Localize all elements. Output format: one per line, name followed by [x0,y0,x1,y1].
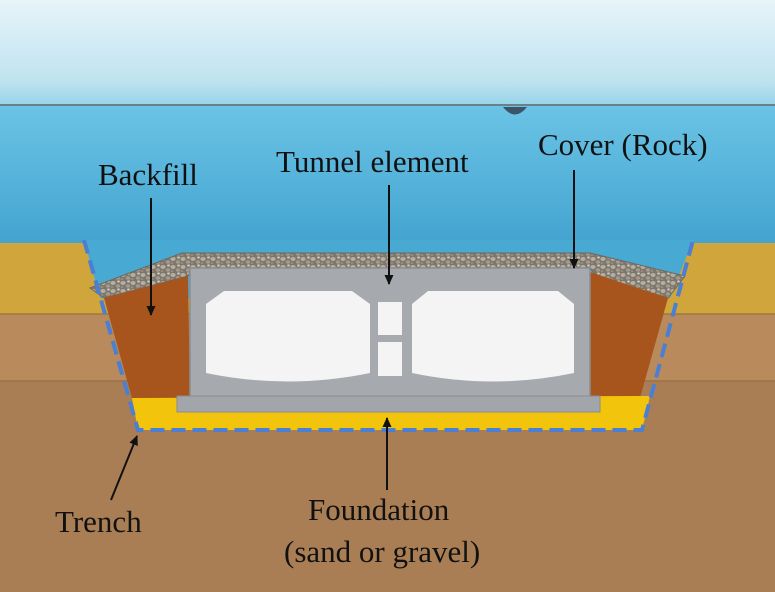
backfill-right [590,272,668,398]
tunnel-bore-left [206,291,370,382]
label-tunnel-element: Tunnel element [276,144,469,179]
label-backfill: Backfill [98,157,198,192]
water [0,104,775,264]
arrow-trench [110,435,138,501]
label-trench: Trench [55,504,142,539]
service-gallery-upper [378,302,402,335]
sky [0,0,775,108]
trench-outline [82,239,695,432]
service-gallery-lower [378,342,402,376]
buoy-icon [503,107,527,115]
label-foundation-material: (sand or gravel) [284,534,480,569]
label-foundation: Foundation [308,492,450,527]
tunnel-bore-right [412,291,574,382]
tunnel-base-slab [176,395,601,413]
backfill-left [104,276,190,398]
label-cover-rock: Cover (Rock) [538,127,708,162]
